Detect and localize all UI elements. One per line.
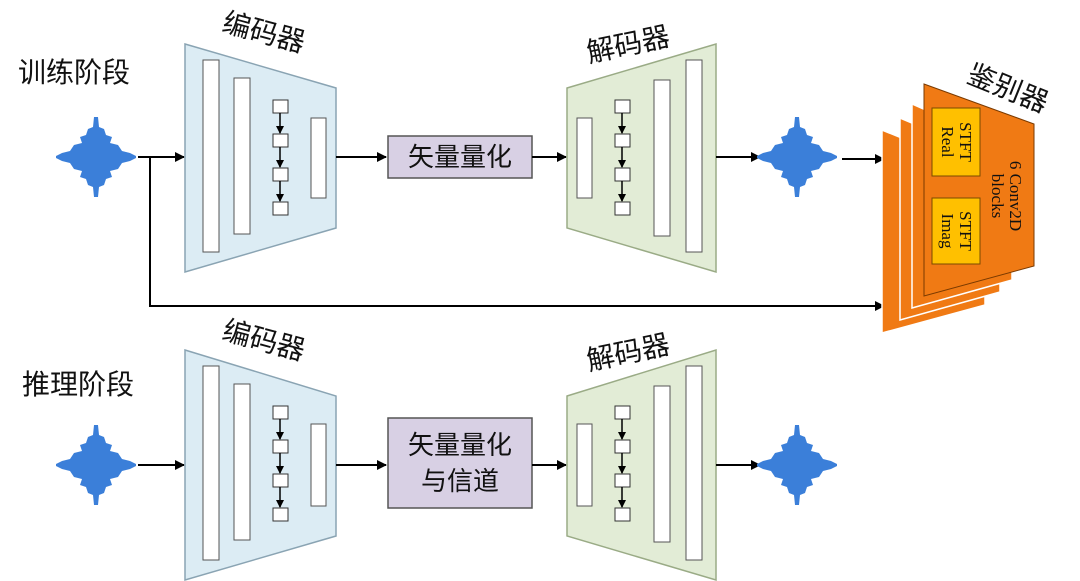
encoder-training-label: 编码器 (219, 6, 309, 60)
stft-imag-line2: Imag (938, 214, 957, 249)
quantizer-channel-block (387, 417, 533, 509)
encoder-inference-label: 编码器 (219, 314, 309, 368)
quantizer-label: 矢量量化 (408, 143, 512, 173)
stft-real-line2: Real (938, 126, 957, 157)
stft-real-line1: STFT (956, 122, 975, 162)
discriminator-stack (881, 83, 1035, 334)
encoder-training (184, 43, 337, 273)
conv-blocks-line1: 6 Conv2D (1006, 161, 1025, 231)
decoder-training (566, 42, 717, 274)
encoder-inference (184, 348, 337, 581)
quantizer-channel-label-line2: 与信道 (421, 467, 499, 497)
quantizer-channel-label-line1: 矢量量化 (408, 431, 512, 461)
inference-input-waveform-icon (55, 424, 137, 506)
decoder-inference (566, 348, 717, 581)
training-stage-label: 训练阶段 (18, 56, 130, 89)
conv-blocks-line2: blocks (988, 174, 1007, 218)
input-waveform-icon (55, 116, 137, 198)
reconstructed-waveform-icon (756, 116, 838, 198)
stft-imag-line1: STFT (956, 211, 975, 251)
inference-output-waveform-icon (756, 424, 838, 506)
original-to-discriminator-path (149, 157, 885, 311)
inference-stage-label: 推理阶段 (22, 368, 134, 401)
